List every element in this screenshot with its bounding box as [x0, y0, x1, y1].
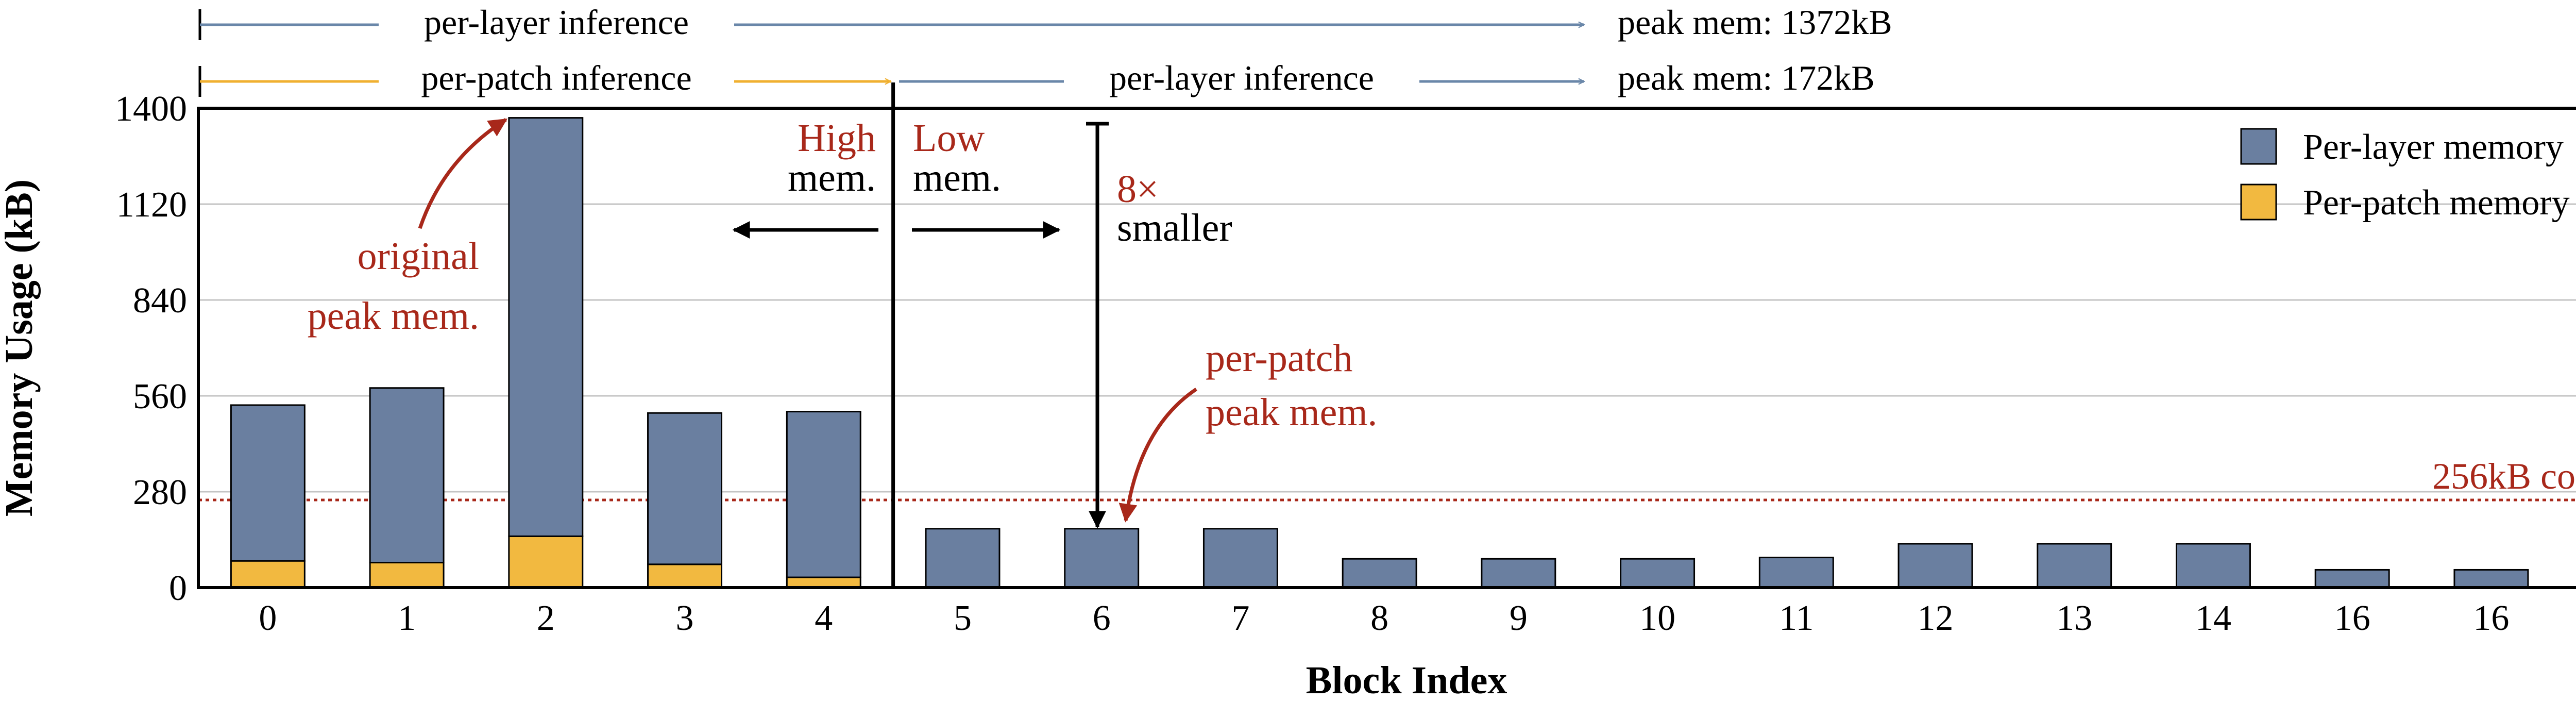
- y-tick-label: 0: [169, 569, 187, 608]
- bar-per-layer-memory-14: [2175, 543, 2251, 589]
- low-mem-line2: mem.: [913, 156, 1001, 199]
- x-tick-label: 4: [815, 598, 833, 638]
- bars: [230, 117, 2529, 589]
- patch-peak-line2: peak mem.: [1206, 391, 1377, 434]
- original-peak-line2: peak mem.: [308, 294, 479, 338]
- x-tick-label: 1: [398, 598, 416, 638]
- legend-swatch-per-layer: [2240, 128, 2277, 165]
- legend-swatch-per-patch: [2240, 183, 2277, 221]
- row2-peak-label: peak mem: 172kB: [1618, 58, 1875, 97]
- x-tick-label: 16: [2473, 598, 2509, 638]
- x-tick-label: 10: [1639, 598, 1675, 638]
- x-tick-label: 16: [2334, 598, 2370, 638]
- inference-stage-rows: per-layer inference peak mem: 1372kB per…: [198, 3, 1892, 100]
- x-axis-label: Block Index: [1306, 659, 1507, 701]
- bar-per-layer-memory-6: [1064, 528, 1140, 589]
- high-mem-line2: mem.: [788, 156, 876, 199]
- high-mem-line1: High: [798, 116, 876, 160]
- x-tick-label: 12: [1918, 598, 1954, 638]
- x-tick-label: 8: [1370, 598, 1388, 638]
- bar-per-layer-memory-12: [1897, 543, 1973, 589]
- y-tick-label: 280: [133, 473, 187, 512]
- original-peak-line1: original: [358, 235, 479, 278]
- bar-per-layer-memory-7: [1202, 528, 1278, 589]
- row2-layer-label: per-layer inference: [1109, 58, 1374, 97]
- ratio-line2: smaller: [1117, 206, 1232, 249]
- x-tick-label: 7: [1231, 598, 1249, 638]
- x-tick-label: 9: [1510, 598, 1528, 638]
- x-tick-label: 0: [259, 598, 277, 638]
- y-tick-label: 1400: [115, 89, 187, 129]
- constraint-label: 256kB constraint: [2432, 456, 2576, 497]
- bar-per-layer-memory-8: [1342, 558, 1417, 589]
- y-tick-label: 840: [133, 281, 187, 321]
- bar-per-layer-memory-10: [1620, 558, 1696, 589]
- x-axis-ticks: 01234567891011121314161617: [259, 598, 2509, 638]
- x-tick-label: 5: [954, 598, 972, 638]
- legend: Per-layer memory Per-patch memory: [2240, 127, 2570, 223]
- x-tick-label: 6: [1093, 598, 1111, 638]
- row2-layer-label-bg: [1064, 59, 1419, 100]
- ratio-line1: 8×: [1117, 168, 1159, 211]
- constraint-layer: 256kB constraint: [198, 456, 2576, 502]
- y-tick-label: 1120: [116, 185, 187, 225]
- bar-per-patch-memory-2: [508, 535, 584, 589]
- bar-per-layer-memory-9: [1481, 558, 1556, 589]
- low-mem-line1: Low: [913, 116, 985, 160]
- bar-per-layer-memory-15: [2314, 569, 2390, 589]
- plot-frame: [197, 107, 2576, 589]
- x-tick-label: 13: [2056, 598, 2092, 638]
- row1-label-bg: [379, 3, 734, 44]
- bar-per-layer-memory-3: [647, 412, 723, 565]
- row2-patch-label-bg: [379, 59, 734, 100]
- x-tick-label: 2: [537, 598, 555, 638]
- x-tick-label: 11: [1779, 598, 1814, 638]
- bar-per-layer-memory-4: [786, 411, 861, 578]
- bar-per-layer-memory-1: [369, 387, 445, 564]
- legend-label-per-patch: Per-patch memory: [2303, 183, 2570, 223]
- bar-per-layer-memory-0: [230, 404, 306, 562]
- bar-per-patch-memory-0: [230, 560, 306, 589]
- bar-per-layer-memory-11: [1758, 557, 1834, 589]
- bar-per-layer-memory-2: [508, 117, 584, 537]
- bar-per-layer-memory-16: [2453, 569, 2529, 589]
- bar-per-patch-memory-3: [647, 563, 723, 589]
- row1-label: per-layer inference: [424, 3, 689, 42]
- y-axis-label: Memory Usage (kB): [0, 179, 41, 516]
- legend-label-per-layer: Per-layer memory: [2303, 127, 2564, 167]
- x-tick-label: 14: [2195, 598, 2231, 638]
- annotations: High mem. Low mem. 8× smaller original p…: [308, 116, 1377, 529]
- row1-peak-label: peak mem: 1372kB: [1618, 3, 1892, 42]
- patch-peak-arrow: [1118, 388, 1197, 523]
- y-tick-label: 560: [133, 377, 187, 416]
- y-axis-ticks: 0 280 560 840 1120 1400: [115, 89, 187, 608]
- bar-per-layer-memory-13: [2037, 543, 2112, 589]
- gridlines: [198, 203, 2576, 493]
- bar-per-layer-memory-5: [925, 528, 1001, 589]
- x-tick-label: 3: [676, 598, 694, 638]
- patch-peak-line1: per-patch: [1206, 337, 1352, 380]
- bar-per-patch-memory-1: [369, 562, 445, 589]
- original-peak-arrow: [418, 118, 508, 229]
- row2-patch-label: per-patch inference: [421, 58, 691, 97]
